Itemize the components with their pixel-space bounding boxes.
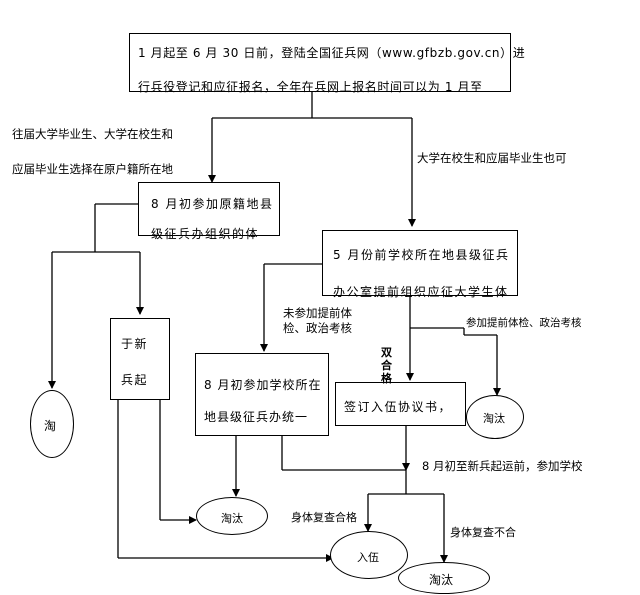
- top-step-box: 1 月起至 6 月 30 日前，登陆全国征兵网（www.gfbzb.gov.cn…: [129, 33, 526, 94]
- enlist-ellipse: 入伍: [330, 531, 408, 579]
- eliminate-left-ellipse: 淘: [30, 390, 74, 458]
- yu-xin-line2: 兵起: [121, 373, 149, 387]
- eliminate-left-text: 淘: [44, 419, 57, 433]
- eliminate-right-ellipse: 淘汰: [466, 395, 524, 439]
- top-step-line2: 行兵役登记和应征报名，全年在兵网上报名时间可以为 1 月至: [138, 80, 483, 94]
- recheck-pass-label: 身体复查合格: [291, 511, 357, 524]
- double-qualified-2: 合: [381, 359, 392, 372]
- sign-agreement-box: 签订入伍协议书，: [335, 382, 466, 426]
- eliminate-bottom-ellipse: 淘汰: [398, 562, 490, 594]
- enlist-text: 入伍: [357, 551, 379, 564]
- in-school-label: 大学在校生和应届毕业生也可: [417, 151, 567, 165]
- yu-xin-line1: 于新: [121, 337, 149, 351]
- double-qualified-1: 双: [381, 346, 392, 359]
- original-county-line1: 8 月初参加原籍地县: [151, 197, 274, 211]
- original-county-line2: 级征兵办组织的体: [151, 227, 260, 241]
- graduates-label-line2: 应届毕业生选择在原户籍所在地: [12, 162, 173, 176]
- double-qualified-3: 格: [381, 372, 392, 385]
- sign-agreement-text: 签订入伍协议书，: [344, 400, 453, 414]
- eliminate-bottom-text: 淘汰: [429, 573, 454, 587]
- eliminate-mid-ellipse: 淘汰: [196, 497, 268, 535]
- school-county-box: 5 月份前学校所在地县级征兵 办公室提前组织应征大学生体: [322, 230, 518, 299]
- attend-label: 参加提前体检、政治考核: [466, 317, 582, 329]
- school-county-line1: 5 月份前学校所在地县级征兵: [333, 248, 510, 262]
- yu-xin-bing-qi-box: 于新 兵起: [110, 318, 170, 400]
- not-attend-line2: 检、政治考核: [283, 321, 352, 335]
- eliminate-mid-text: 淘汰: [221, 512, 243, 525]
- graduates-label-line1: 往届大学毕业生、大学在校生和: [12, 127, 173, 141]
- original-county-box: 8 月初参加原籍地县 级征兵办组织的体: [138, 182, 280, 241]
- not-attend-line1: 未参加提前体: [283, 306, 352, 320]
- recheck-fail-label: 身体复查不合: [450, 526, 516, 539]
- eliminate-right-text: 淘汰: [483, 412, 505, 425]
- school-county-line2: 办公室提前组织应征大学生体: [333, 285, 509, 299]
- aug-school-line2: 地县级征兵办统一: [204, 410, 309, 424]
- aug-school-line1: 8 月初参加学校所在: [204, 378, 322, 392]
- aug-school-box: 8 月初参加学校所在 地县级征兵办统一: [195, 353, 329, 436]
- top-step-line1: 1 月起至 6 月 30 日前，登陆全国征兵网（www.gfbzb.gov.cn…: [138, 46, 526, 60]
- aug-before-departure-label: 8 月初至新兵起运前，参加学校: [422, 459, 583, 473]
